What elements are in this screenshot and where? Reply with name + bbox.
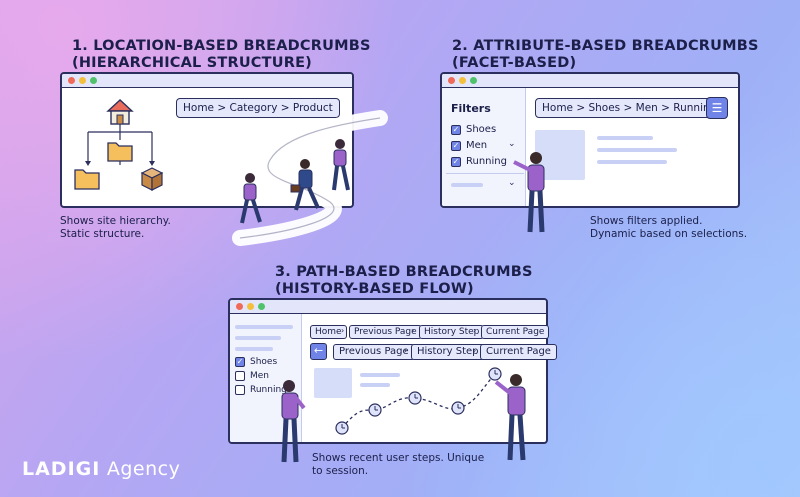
maximize-dot-icon[interactable]: [470, 77, 477, 84]
clock-icon: [488, 367, 502, 381]
section1-desc-line1: Shows site hierarchy.: [60, 215, 171, 227]
folder-icon: [74, 169, 100, 190]
filter-label: Running: [250, 385, 287, 395]
brand-name-bold: LADIGI: [22, 458, 101, 480]
window-titlebar: [442, 74, 738, 88]
filter-running[interactable]: Running: [235, 385, 287, 395]
section2-desc-line1: Shows filters applied.: [590, 215, 703, 227]
section2-breadcrumb-text: Home > Shoes > Men > Running: [542, 102, 717, 114]
history-crumb-current-page[interactable]: Current Page: [481, 325, 550, 339]
section1-breadcrumb-text: Home > Category > Product: [183, 102, 333, 114]
close-dot-icon[interactable]: [448, 77, 455, 84]
section3-description: Shows recent user steps. Unique to sessi…: [312, 452, 484, 478]
checkbox-checked-icon[interactable]: ✓: [235, 357, 245, 367]
section3-title-line2: (HISTORY-BASED FLOW): [275, 281, 474, 297]
standing-woman-figure: [281, 380, 306, 463]
section1-description: Shows site hierarchy. Static structure.: [60, 215, 171, 241]
chevron-right-icon: ›: [404, 346, 408, 355]
minimize-dot-icon[interactable]: [247, 303, 254, 310]
filter-men[interactable]: ✓ Men: [451, 140, 487, 151]
section2-title-line1: 2. ATTRIBUTE-BASED BREADCRUMBS: [452, 38, 759, 54]
history-crumb-current-page[interactable]: Current Page: [480, 344, 557, 360]
checkbox-unchecked-icon[interactable]: [235, 371, 245, 381]
filter-shoes[interactable]: ✓ Shoes: [451, 124, 496, 135]
chevron-down-icon[interactable]: ⌄: [508, 178, 516, 188]
section1-title: 1. LOCATION-BASED BREADCRUMBS (HIERARCHI…: [72, 38, 371, 72]
section3-desc-line1: Shows recent user steps. Unique: [312, 452, 485, 464]
winding-path-illustration: [232, 110, 388, 246]
checkbox-checked-icon[interactable]: ✓: [451, 156, 461, 167]
filter-label: Shoes: [250, 357, 278, 367]
chevron-right-icon: ›: [341, 326, 345, 335]
chevron-right-icon: ›: [411, 326, 415, 335]
chevron-right-icon: ›: [473, 346, 477, 355]
chevron-down-icon[interactable]: ⌄: [508, 139, 516, 149]
home-icon: [106, 99, 134, 125]
checkbox-checked-icon[interactable]: ✓: [451, 140, 461, 151]
filter-label: Shoes: [466, 124, 497, 135]
history-timeline: [335, 367, 502, 435]
filter-settings-icon[interactable]: ☰: [706, 97, 728, 119]
history-crumb-previous-page[interactable]: Previous Page: [333, 344, 415, 360]
product-box-icon: [140, 167, 164, 191]
filter-shoes[interactable]: ✓ Shoes: [235, 357, 277, 367]
section1-title-line2: (HIERARCHICAL STRUCTURE): [72, 55, 313, 71]
brand-logo: LADIGI Agency: [22, 458, 180, 480]
filter-label: Running: [466, 156, 507, 167]
pointing-man-figure: [494, 374, 526, 461]
maximize-dot-icon[interactable]: [90, 77, 97, 84]
close-dot-icon[interactable]: [68, 77, 75, 84]
filter-running[interactable]: ✓ Running: [451, 156, 507, 167]
filters-heading: Filters: [451, 102, 491, 115]
checkbox-checked-icon[interactable]: ✓: [451, 124, 461, 135]
walking-woman-figure: [240, 173, 262, 224]
chevron-right-icon: ›: [473, 326, 477, 335]
section3-title-line1: 3. PATH-BASED BREADCRUMBS: [275, 264, 533, 280]
section3-title: 3. PATH-BASED BREADCRUMBS (HISTORY-BASED…: [275, 264, 533, 298]
section2-title: 2. ATTRIBUTE-BASED BREADCRUMBS (FACET-BA…: [452, 38, 759, 72]
history-crumb-home[interactable]: Home: [310, 325, 347, 339]
section2-desc-line2: Dynamic based on selections.: [590, 228, 748, 240]
clock-icon: [451, 401, 465, 415]
walking-woman-figure: [332, 139, 350, 191]
folder-icon: [107, 142, 133, 162]
pointing-man-figure: [513, 152, 545, 233]
window-titlebar: [230, 300, 546, 314]
section1-desc-line2: Static structure.: [60, 228, 145, 240]
maximize-dot-icon[interactable]: [258, 303, 265, 310]
section1-title-line1: 1. LOCATION-BASED BREADCRUMBS: [72, 38, 371, 54]
clock-icon: [368, 403, 382, 417]
brand-name-light: Agency: [100, 458, 181, 480]
section2-description: Shows filters applied. Dynamic based on …: [590, 215, 747, 241]
filter-label: Men: [466, 140, 488, 151]
minimize-dot-icon[interactable]: [79, 77, 86, 84]
filter-men[interactable]: Men: [235, 371, 269, 381]
minimize-dot-icon[interactable]: [459, 77, 466, 84]
back-arrow-icon[interactable]: ←: [310, 343, 327, 360]
walking-man-figure: [290, 159, 320, 211]
section3-desc-line2: to session.: [312, 465, 369, 477]
checkbox-unchecked-icon[interactable]: [235, 385, 245, 395]
clock-icon: [408, 391, 422, 405]
section2-breadcrumb-bar[interactable]: Home > Shoes > Men > Running: [535, 98, 724, 118]
close-dot-icon[interactable]: [236, 303, 243, 310]
clock-icon: [335, 421, 349, 435]
section2-title-line2: (FACET-BASED): [452, 55, 577, 71]
filter-label: Men: [250, 371, 270, 381]
section1-breadcrumb-bar[interactable]: Home > Category > Product: [176, 98, 340, 118]
hierarchy-tree-diagram: [74, 99, 164, 191]
window-titlebar: [62, 74, 352, 88]
